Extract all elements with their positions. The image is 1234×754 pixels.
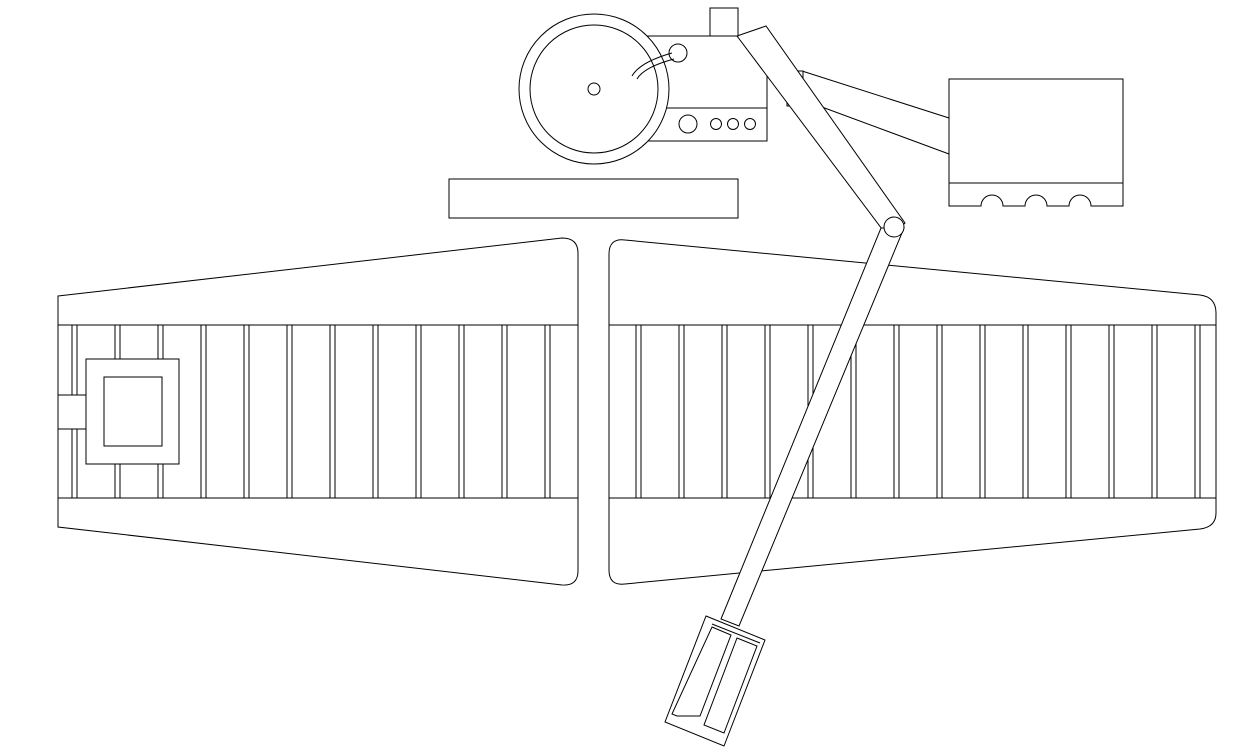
paddle-head-right-slot [704, 638, 757, 733]
left-carrier-box-outer [86, 359, 179, 464]
control-knob-small-1 [711, 119, 722, 130]
control-knob-large [679, 115, 697, 133]
tension-arm [632, 53, 672, 76]
left-conveyor-section [58, 238, 578, 585]
right-conveyor-section [609, 240, 1216, 584]
left-table-top-plate [58, 238, 578, 325]
paddle-head-crossbar [712, 624, 760, 643]
right-rollers [636, 325, 1200, 498]
pusher-box-upper [949, 79, 1123, 183]
elbow-joint [884, 217, 904, 237]
control-knob-small-2 [728, 119, 739, 130]
drum-inner-ring [530, 25, 658, 153]
right-roller-bed [609, 325, 1216, 498]
paddle-head-frame [665, 616, 765, 746]
paddle-head-left-slot [672, 627, 731, 716]
tension-arm-inner [637, 59, 674, 79]
left-rollers [72, 325, 550, 498]
articulated-arm [665, 8, 905, 746]
drum-machine [519, 14, 767, 164]
tension-arm-pivot [669, 44, 687, 62]
top-crossbar [449, 179, 738, 218]
upper-arm-segment [737, 26, 905, 237]
drum-hub [588, 83, 600, 95]
left-side-stub [58, 395, 88, 429]
drum-machine-control-panel [648, 108, 767, 141]
right-table-top-plate [609, 240, 1216, 325]
right-table-bottom-plate [609, 498, 1216, 584]
drum-outer-ring [519, 14, 669, 164]
left-table-bottom-plate [58, 498, 578, 585]
pusher-box-notched-base [949, 183, 1123, 206]
left-carrier-box-inner [104, 377, 162, 446]
upper-arm-bracket [710, 8, 738, 36]
pusher-connecting-arm [802, 71, 949, 154]
control-knob-small-3 [745, 119, 756, 130]
